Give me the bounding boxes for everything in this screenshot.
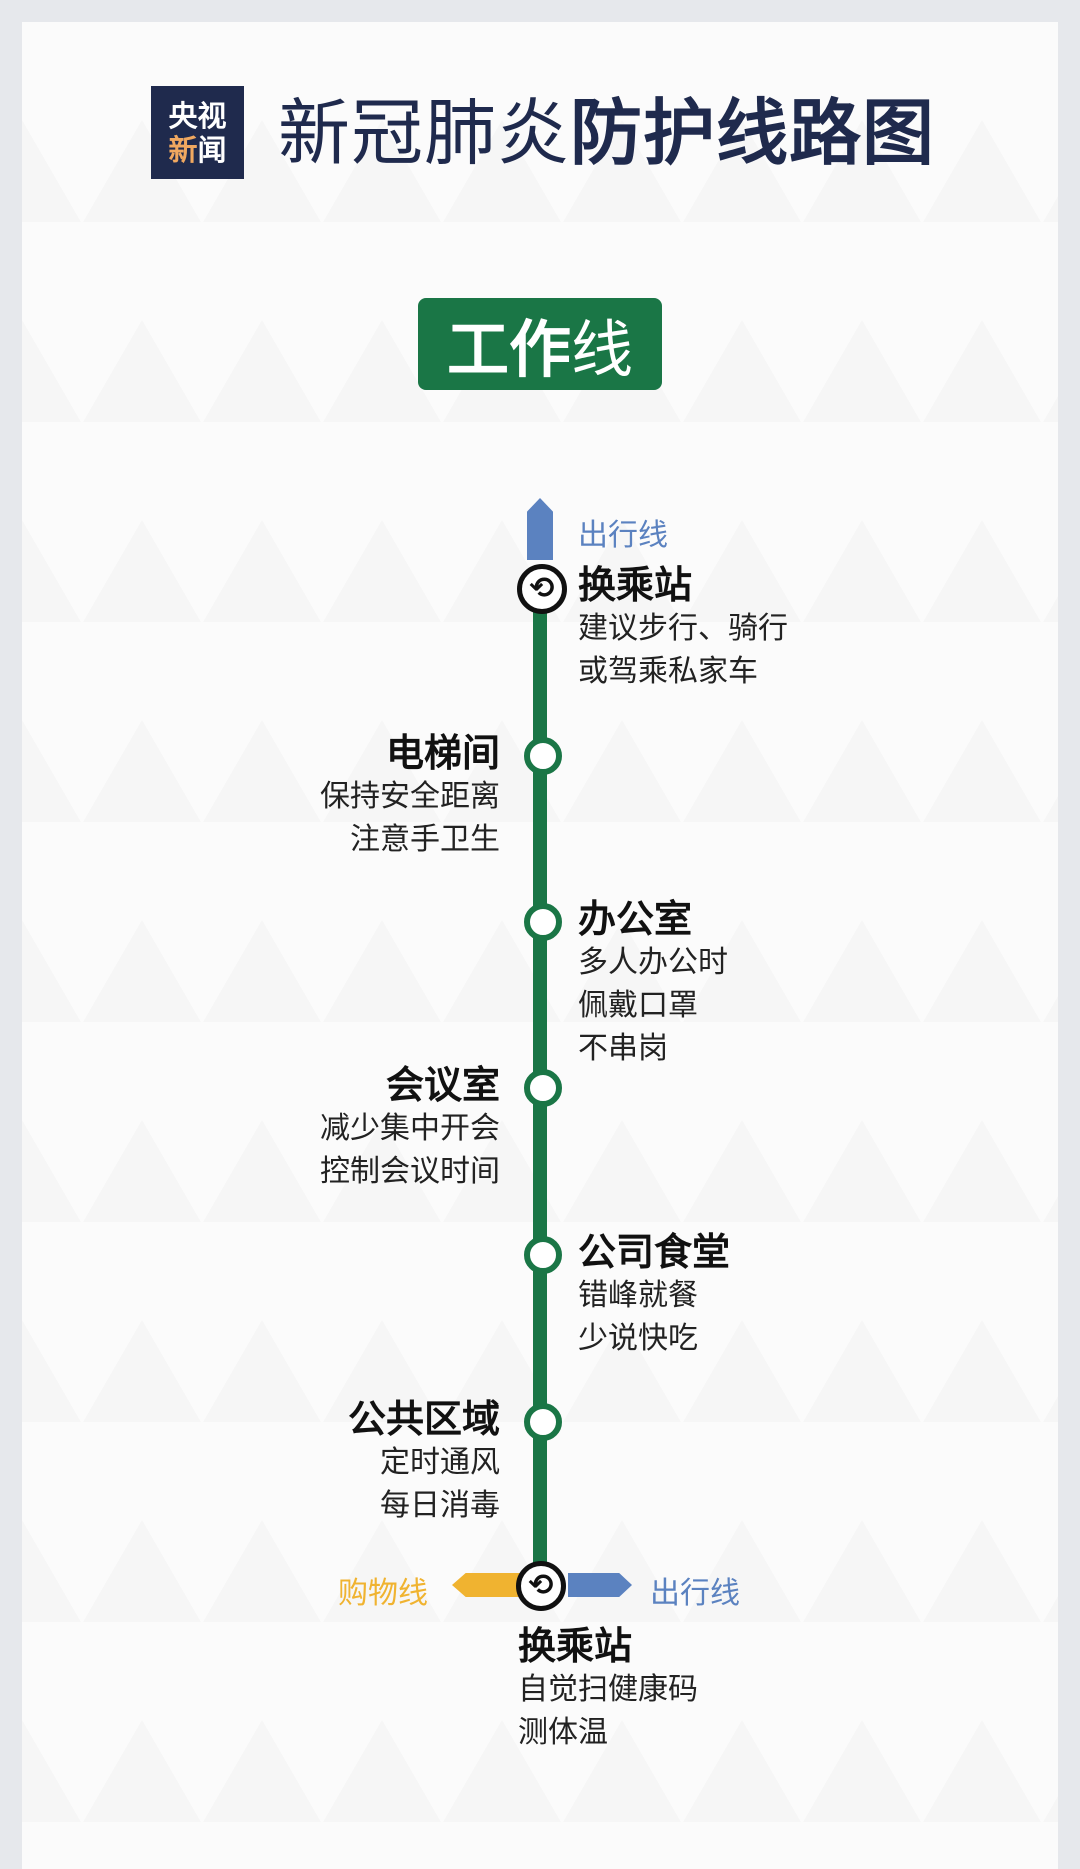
- station-office: 办公室 多人办公时 佩戴口罩 不串岗: [578, 897, 728, 1070]
- shopping-line-label: 购物线: [338, 1576, 428, 1611]
- station-dot: [524, 1069, 562, 1107]
- station-name: 换乘站: [518, 1624, 633, 1668]
- station-desc: 或驾乘私家车: [578, 654, 758, 689]
- station-name: 会议室: [385, 1063, 500, 1107]
- logo-line2b: 闻: [197, 132, 227, 167]
- top-travel-line-label: 出行线: [578, 518, 668, 553]
- station-desc: 少说快吃: [578, 1321, 698, 1356]
- title-part1: 新冠肺炎: [278, 91, 571, 175]
- station-dot: [524, 1403, 562, 1441]
- station-name: 公共区域: [347, 1397, 500, 1441]
- station-desc: 佩戴口罩: [578, 988, 698, 1023]
- station-elevator: 电梯间 保持安全距离 注意手卫生: [320, 731, 500, 861]
- station-desc: 不串岗: [578, 1031, 668, 1066]
- logo-line2a: 新: [168, 132, 198, 167]
- arrow-up-icon: [527, 498, 553, 560]
- station-desc: 保持安全距离: [320, 779, 500, 814]
- station-desc: 建议步行、骑行: [578, 611, 788, 646]
- station-desc: 自觉扫健康码: [518, 1672, 698, 1707]
- station-transfer-top: 换乘站 建议步行、骑行 或驾乘私家车: [578, 563, 788, 693]
- arrow-left-icon: [452, 1573, 528, 1597]
- badge-bold: 工作: [446, 313, 571, 386]
- transfer-icon: ⟲: [516, 1561, 566, 1611]
- station-dot: [524, 903, 562, 941]
- station-canteen: 公司食堂 错峰就餐 少说快吃: [578, 1230, 730, 1360]
- station-name: 电梯间: [385, 731, 500, 775]
- title-part2: 防护线路图: [570, 91, 936, 175]
- station-desc: 控制会议时间: [320, 1154, 500, 1189]
- station-desc: 减少集中开会: [320, 1111, 500, 1146]
- station-desc: 注意手卫生: [350, 822, 500, 857]
- cctv-news-logo: 央视 新闻: [151, 86, 244, 179]
- work-line-badge: 工作线: [418, 298, 662, 390]
- station-name: 公司食堂: [578, 1230, 731, 1274]
- station-desc: 每日消毒: [380, 1488, 500, 1523]
- station-public-area: 公共区域 定时通风 每日消毒: [348, 1397, 500, 1527]
- station-dot: [524, 1236, 562, 1274]
- station-desc: 多人办公时: [578, 945, 728, 980]
- station-name: 换乘站: [578, 563, 693, 607]
- station-desc: 测体温: [518, 1715, 608, 1750]
- station-name: 办公室: [578, 897, 693, 941]
- station-desc: 错峰就餐: [578, 1278, 698, 1313]
- bottom-travel-line-label: 出行线: [650, 1576, 740, 1611]
- badge-light: 线: [571, 313, 634, 386]
- station-desc: 定时通风: [380, 1445, 500, 1480]
- transfer-icon: ⟲: [517, 564, 567, 614]
- station-transfer-bottom: 换乘站 自觉扫健康码 测体温: [518, 1624, 698, 1754]
- logo-line1: 央视: [168, 98, 227, 133]
- station-meeting-room: 会议室 减少集中开会 控制会议时间: [320, 1063, 500, 1193]
- station-dot: [524, 737, 562, 775]
- page-title: 新冠肺炎防护线路图: [278, 88, 935, 178]
- arrow-right-icon: [568, 1573, 632, 1597]
